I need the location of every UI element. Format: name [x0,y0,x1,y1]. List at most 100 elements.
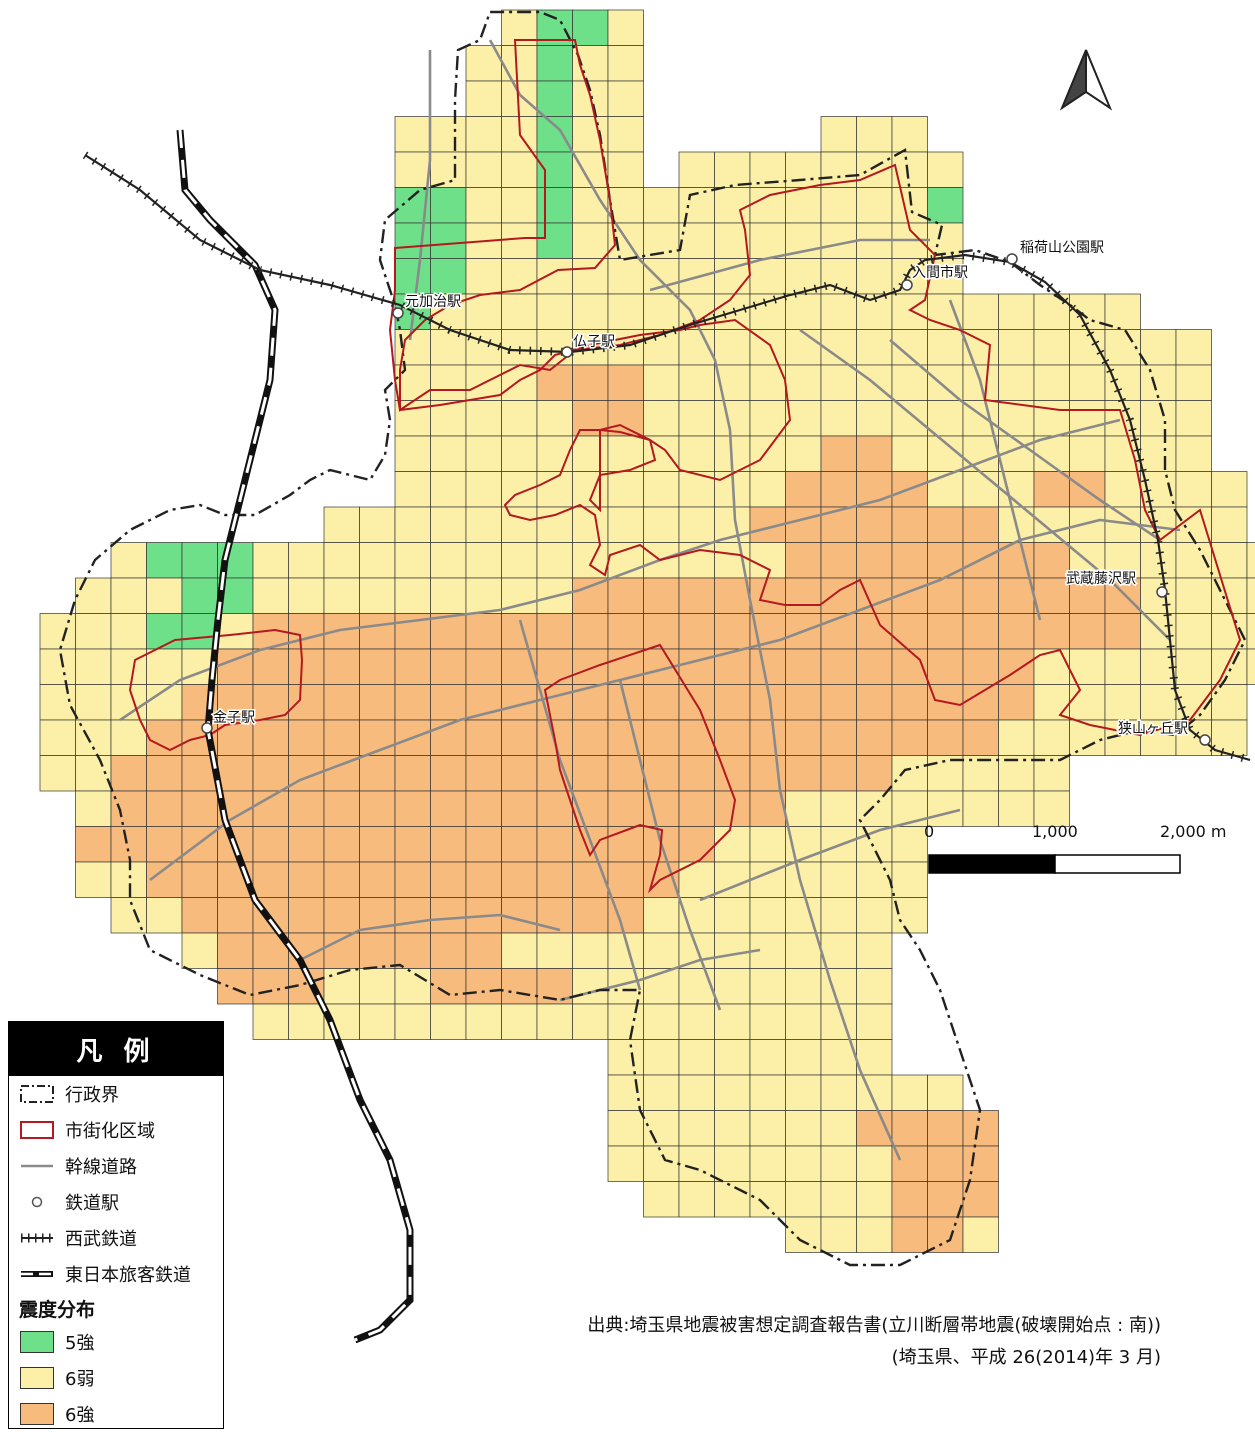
map-legend: 凡 例 行政界 市街化区域 幹線道路 鉄道駅 西武鉄道 東日本旅客鉄道 [8,1021,224,1429]
mesh-cell [252,719,289,756]
mesh-cell [714,719,751,756]
mesh-cell [785,932,822,969]
mesh-cell [572,861,609,898]
mesh-cell [146,542,183,579]
mesh-cell [181,790,218,827]
mesh-cell [820,1145,857,1182]
mesh-cell [962,648,999,685]
mesh-cell [1069,613,1106,650]
jr-east-icon [17,1262,57,1286]
swatch-icon [17,1366,57,1390]
mesh-cell [1211,719,1248,756]
trunk-road-segment [699,808,961,902]
mesh-cell [820,1110,857,1147]
station-marker-kaneko [201,722,213,734]
mesh-cell [1104,293,1141,330]
mesh-cell [607,613,644,650]
mesh-cell [181,577,218,614]
mesh-cell [643,1074,680,1111]
mesh-cell [820,755,857,792]
mesh-cell [607,258,644,295]
mesh-cell [110,648,147,685]
mesh-cell [323,648,360,685]
mesh-cell [785,790,822,827]
mesh-cell [572,932,609,969]
mesh-cell [714,400,751,437]
mesh-cell [820,648,857,685]
mesh-cell [749,364,786,401]
mesh-cell [856,151,893,188]
mesh-cell [572,648,609,685]
mesh-cell [785,1074,822,1111]
mesh-cell [643,1145,680,1182]
seismic-grid [39,9,1255,1253]
mesh-cell [110,897,147,934]
mesh-cell [217,968,254,1005]
mesh-cell [962,790,999,827]
mesh-cell [359,968,396,1005]
mesh-cell [536,293,573,330]
mesh-cell [678,826,715,863]
mesh-cell [962,1216,999,1253]
mesh-cell [394,861,431,898]
mesh-cell [323,613,360,650]
mesh-cell [927,613,964,650]
mesh-cell [678,755,715,792]
mesh-cell [1069,719,1106,756]
mesh-cell [572,897,609,934]
mesh-cell [785,1003,822,1040]
mesh-cell [146,790,183,827]
mesh-cell [1033,684,1070,721]
mesh-cell [465,329,502,366]
mesh-cell [536,826,573,863]
mesh-cell [501,364,538,401]
mesh-cell [1069,684,1106,721]
station-marker-sayamagaoka [1199,734,1211,746]
mesh-cell [714,1003,751,1040]
mesh-cell [394,968,431,1005]
mesh-cell [891,1074,928,1111]
mesh-cell [643,293,680,330]
mesh-cell [110,613,147,650]
mesh-cell [430,506,467,543]
mesh-cell [39,684,76,721]
mesh-cell [536,1003,573,1040]
mesh-cell [501,187,538,224]
mesh-cell [678,790,715,827]
mesh-cell [465,577,502,614]
mesh-cell [856,648,893,685]
mesh-cell [678,400,715,437]
legend-label: 6強 [65,1405,95,1426]
mesh-cell [536,258,573,295]
mesh-cell [962,577,999,614]
mesh-cell [891,293,928,330]
mesh-cell [891,897,928,934]
mesh-cell [217,719,254,756]
mesh-cell [572,577,609,614]
legend-title: 凡 例 [9,1022,223,1076]
legend-label: 市街化区域 [65,1121,155,1142]
mesh-cell [1069,364,1106,401]
mesh-cell [1246,648,1255,685]
mesh-cell [785,506,822,543]
mesh-cell [1211,684,1248,721]
mesh-cell [749,826,786,863]
mesh-cell [394,471,431,508]
mesh-cell [962,684,999,721]
mesh-cell [927,542,964,579]
mesh-cell [785,542,822,579]
mesh-cell [607,506,644,543]
mesh-cell [430,790,467,827]
mesh-cell [501,151,538,188]
mesh-cell [146,613,183,650]
mesh-cell [359,755,396,792]
mesh-cell [820,435,857,472]
mesh-cell [501,506,538,543]
mesh-cell [110,861,147,898]
mesh-cell [394,542,431,579]
mesh-cell [1033,790,1070,827]
mesh-cell [572,293,609,330]
mesh-cell [607,80,644,117]
mesh-cell [856,1003,893,1040]
